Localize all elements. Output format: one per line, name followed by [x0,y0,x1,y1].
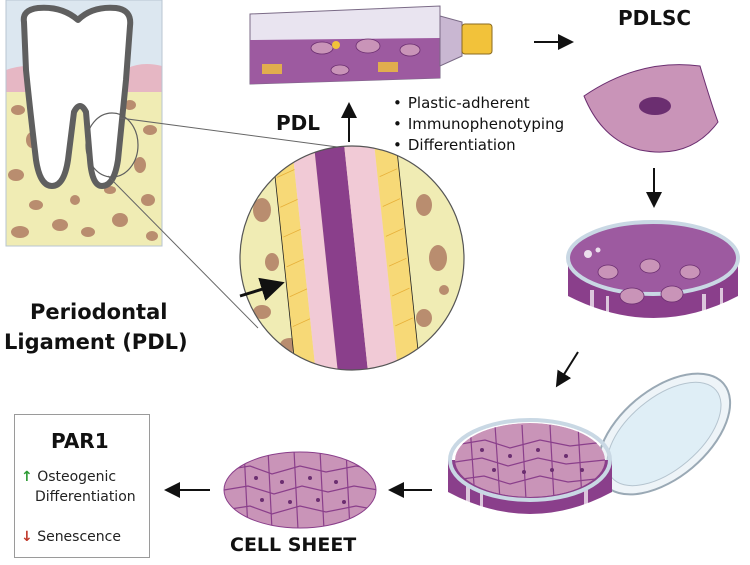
zoom-line-bottom [107,175,259,329]
periodontal-label-line1: Periodontal [30,300,168,324]
par1-up-text-line1: Osteogenic [37,469,117,485]
par1-down-row: ↓ Senescence [21,529,121,545]
tooth-illustration [6,0,162,246]
pdlsc-nucleus [639,97,671,115]
cell-sheet [223,451,377,529]
msc-criteria-list: Plastic-adherent Immunophenotyping Diffe… [393,93,564,156]
confluent-dish [448,372,732,514]
pdl-label: PDL [276,111,321,135]
pdlsc-cell [583,64,719,153]
cell-sheet-label: CELL SHEET [230,534,357,556]
up-arrow-icon: ↑ [21,469,33,485]
par1-title: PAR1 [51,429,109,453]
zoom-line-top [119,117,346,149]
pdl-magnified-circle [239,145,465,371]
culture-flask [249,5,493,85]
par1-up-row: ↑ Osteogenic [21,469,116,485]
par1-down-text: Senescence [37,529,121,545]
flask-cap [461,23,493,55]
par1-up-text-line2: Differentiation [35,489,136,505]
periodontal-label-line2: Ligament (PDL) [4,330,188,354]
pdl-pointer-arrow [239,277,285,301]
criteria-item: Differentiation [393,135,564,156]
par1-box: PAR1 ↑ Osteogenic Differentiation ↓ Sene… [14,414,150,558]
pdlsc-label: PDLSC [618,6,692,30]
petri-dish-cells [566,220,740,318]
criteria-item: Plastic-adherent [393,93,564,114]
arrow-dish-to-confluent [555,351,579,388]
criteria-item: Immunophenotyping [393,114,564,135]
down-arrow-icon: ↓ [21,529,33,545]
tooth-frame [5,0,163,247]
